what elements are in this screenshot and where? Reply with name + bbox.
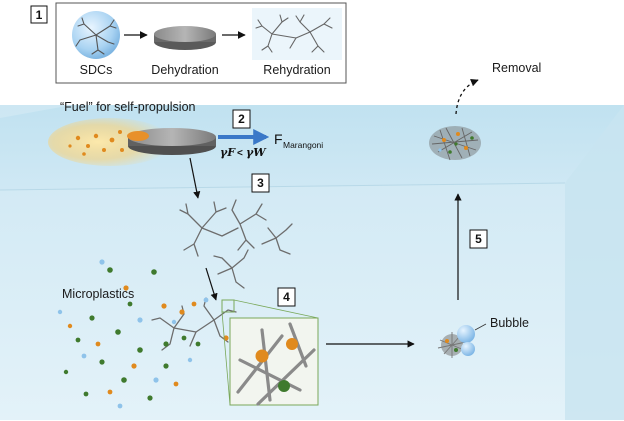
microplastic-particles [57,259,197,409]
rehydration-label: Rehydration [263,63,330,77]
floating-disc-icon [127,128,216,155]
fuel-label: “Fuel” for self-propulsion [60,100,196,114]
step4-number: 4 [283,290,290,304]
fiber-network-icon [179,199,293,289]
water-side [565,105,624,420]
sdcs-label: SDCs [80,63,113,77]
f-symbol: F [274,131,283,147]
step5-group: 5 [454,193,488,300]
captured-particles [163,297,229,347]
step3-badge [251,173,270,193]
step1-number: 1 [36,8,43,22]
zoom-line-top [233,299,319,319]
step2-number: 2 [238,112,245,126]
gamma-w: γW [246,146,267,159]
step4-arrow [205,267,218,301]
bubble-label: Bubble [490,316,529,330]
zoom-source-box [221,299,235,313]
dehydration-label: Dehydration [151,63,218,77]
zoom-line-bottom [221,311,231,406]
bubble-aggregate: Bubble [437,316,529,358]
step4-group: 4 [151,267,319,406]
rehydrated-network-icon [252,8,342,60]
step3-number: 3 [257,176,264,190]
dehydrated-disc-icon [154,26,216,50]
microplastics-label: Microplastics [62,287,134,301]
step3-group: 3 [179,157,293,289]
step5-badge [469,229,488,249]
removal-label: Removal [492,61,541,75]
self-propulsion-group: “Fuel” for self-propulsion 2 F Marangoni… [48,100,323,166]
aggregate-icon [429,126,481,161]
bubble-pointer [474,323,487,331]
f-subscript: Marangoni [283,140,323,150]
step2-badge [232,109,251,129]
bubble-icon [457,325,475,343]
fuel-particles [68,130,124,156]
water-edge [0,182,566,191]
gamma-f: γF [220,146,236,159]
step1-badge [30,5,48,24]
fuel-glow [48,118,172,166]
step3-arrow [189,157,201,199]
step5-number: 5 [475,232,482,246]
less-than: < [237,148,243,159]
zoom-inset [229,317,319,406]
step4-badge [277,287,296,307]
sdc-sphere-icon [72,11,120,59]
step1-panel: 1 SDCs Dehydration Rehydration [30,2,347,84]
